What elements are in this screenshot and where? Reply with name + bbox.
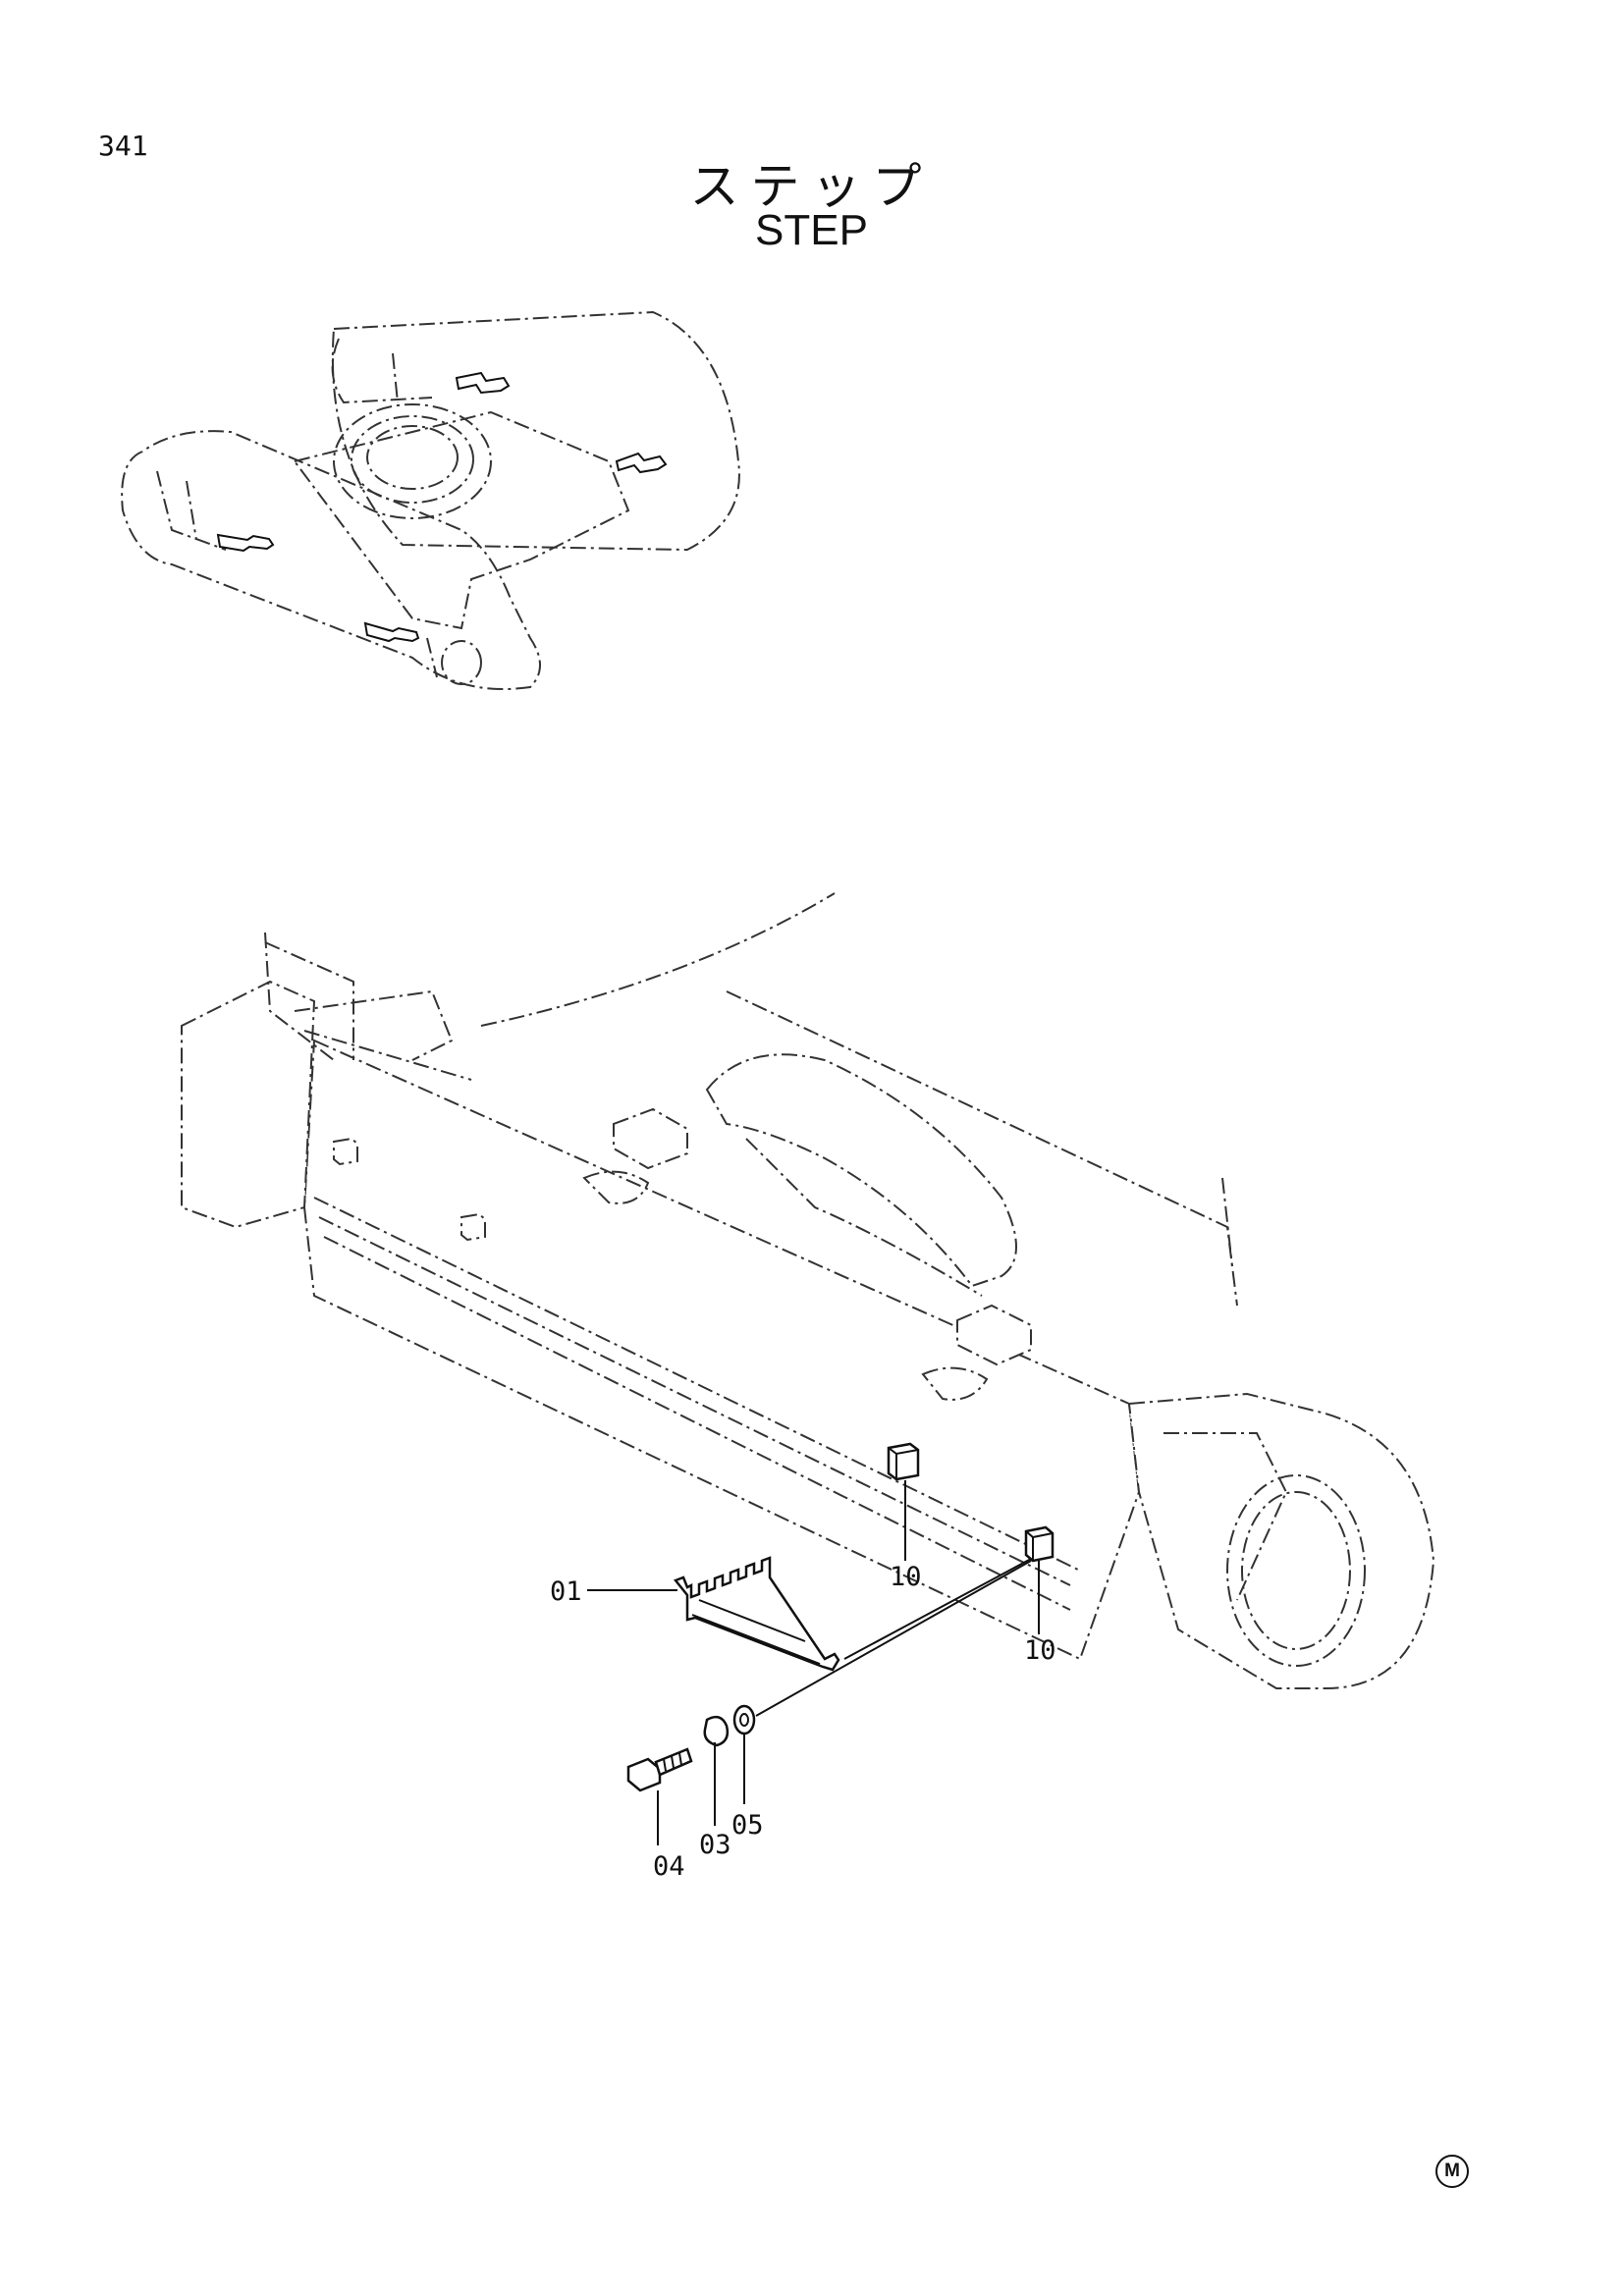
bracket-10a xyxy=(887,1442,920,1481)
lock-washer xyxy=(703,1715,730,1747)
title-english: STEP xyxy=(755,206,868,254)
manufacturer-mark: M xyxy=(1435,2155,1469,2188)
page-number: 341 xyxy=(98,130,148,162)
callout-04: 04 xyxy=(653,1851,685,1882)
callout-05: 05 xyxy=(731,1810,764,1841)
callout-03: 03 xyxy=(699,1830,731,1860)
callout-10a: 10 xyxy=(890,1562,922,1592)
track-frame-main xyxy=(181,892,1435,1689)
title-japanese: ステップ xyxy=(689,158,934,215)
undercarriage-overview xyxy=(121,310,740,690)
bracket-10b xyxy=(1024,1525,1055,1563)
step-plate xyxy=(673,1556,840,1672)
plain-washer xyxy=(732,1704,756,1735)
callout-10b: 10 xyxy=(1024,1635,1056,1666)
bolt xyxy=(626,1747,693,1792)
callout-01: 01 xyxy=(550,1576,582,1607)
